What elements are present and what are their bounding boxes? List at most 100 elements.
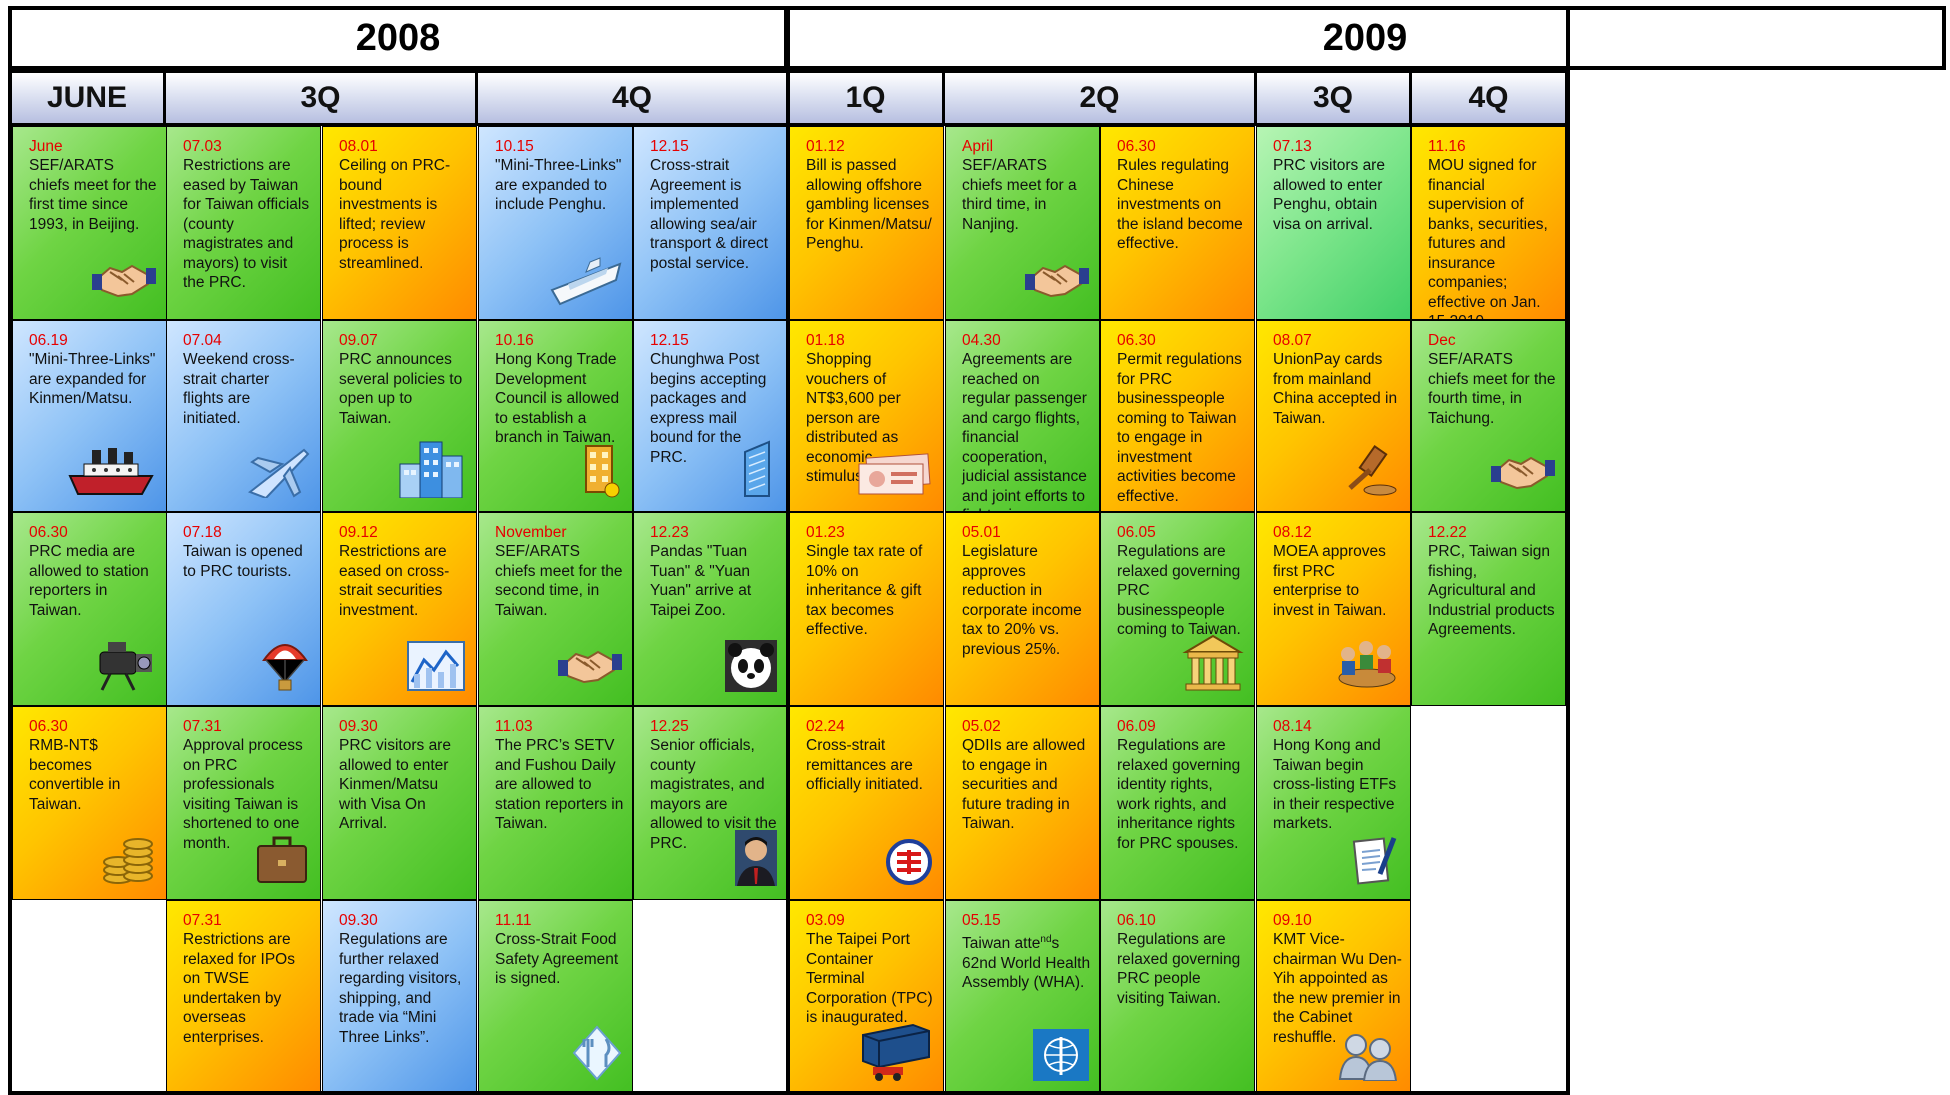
- event-date: 10.16: [495, 332, 534, 349]
- people-icon: [1336, 1029, 1400, 1086]
- event-cell: 06.19 "Mini-Three-Links" are expanded for…: [12, 320, 167, 512]
- event-description: Cross-Strait Food Safety Agreement is si…: [495, 931, 619, 987]
- event-date: 06.30: [29, 524, 68, 541]
- event-date: 09.10: [1273, 912, 1312, 929]
- building-icon: [578, 438, 622, 503]
- event-description: Regulations are relaxed governing identi…: [1117, 737, 1241, 852]
- event-date: 12.15: [650, 138, 689, 155]
- event-date: 10.15: [495, 138, 534, 155]
- event-date: 06.30: [1117, 138, 1156, 155]
- event-date: 08.01: [339, 138, 378, 155]
- official-portrait-icon: [735, 830, 777, 891]
- event-description: Rules regulating Chinese investments on …: [1117, 157, 1243, 252]
- gavel-icon: [1344, 442, 1400, 503]
- quarter-header-june: JUNE: [8, 70, 166, 126]
- event-description: SEF/ARATS chiefs meet for the fourth tim…: [1428, 351, 1556, 427]
- event-date: 12.15: [650, 332, 689, 349]
- event-description: Taiwan is opened to PRC tourists.: [183, 543, 303, 580]
- video-camera-icon: [90, 636, 156, 697]
- event-date: 11.16: [1428, 138, 1466, 155]
- event-cell: 10.15"Mini-Three-Links" are expanded to …: [478, 126, 633, 320]
- event-description: The PRC’s SETV and Fushou Daily are allo…: [495, 737, 624, 832]
- event-date: 01.18: [806, 332, 845, 349]
- event-date: 06.10: [1117, 912, 1156, 929]
- event-date: 06.19: [29, 332, 68, 349]
- event-date: November: [495, 524, 567, 541]
- quarter-header-2q-2009: 2Q: [942, 70, 1257, 126]
- event-description: Hong Kong and Taiwan begin cross-listing…: [1273, 737, 1397, 832]
- container-icon: [853, 1021, 933, 1086]
- cruise-ship-icon: [550, 250, 622, 311]
- event-date: 07.04: [183, 332, 222, 349]
- airplane-icon: [244, 442, 310, 503]
- tower-icon: [737, 438, 777, 503]
- event-description: PRC media are allowed to station reporte…: [29, 543, 149, 619]
- event-date: 06.09: [1117, 718, 1156, 735]
- event-description: Ceiling on PRC-bound investments is lift…: [339, 157, 451, 272]
- panda-icon: [725, 640, 777, 697]
- event-description: Single tax rate of 10% on inheritance & …: [806, 543, 923, 638]
- event-date: 12.25: [650, 718, 689, 735]
- year-header-2009: 2009: [784, 6, 1946, 70]
- event-date: 01.23: [806, 524, 845, 541]
- event-description: KMT Vice-chairman Wu Den-Yih appointed a…: [1273, 931, 1402, 1046]
- event-date: 09.30: [339, 718, 378, 735]
- event-date: 09.30: [339, 912, 378, 929]
- event-description: SEF/ARATS chiefs meet for a third time, …: [962, 157, 1077, 233]
- event-date: 02.24: [806, 718, 845, 735]
- event-date: 04.30: [962, 332, 1001, 349]
- event-date: 06.30: [29, 718, 68, 735]
- event-description: QDIIs are allowed to engage in securitie…: [962, 737, 1086, 832]
- event-description: Regulations are relaxed governing PRC pe…: [1117, 931, 1241, 1007]
- event-description: The Taipei Port Container Terminal Corpo…: [806, 931, 933, 1026]
- event-description: UnionPay cards from mainland China accep…: [1273, 351, 1398, 427]
- quarter-header-1q-2009: 1Q: [786, 70, 945, 126]
- event-description: "Mini-Three-Links" are expanded for Kinm…: [29, 351, 156, 407]
- event-description: Permit regulations for PRC businesspeopl…: [1117, 351, 1242, 505]
- event-description: Legislature approves reduction in corpor…: [962, 543, 1082, 658]
- event-date: 09.12: [339, 524, 378, 541]
- event-description: RMB-NT$ becomes convertible in Taiwan.: [29, 737, 121, 813]
- event-description: Hong Kong Trade Development Council is a…: [495, 351, 620, 446]
- event-description: Weekend cross-strait charter flights are…: [183, 351, 295, 427]
- food-safety-icon: [572, 1025, 622, 1086]
- event-description: Agreements are reached on regular passen…: [962, 351, 1087, 511]
- coins-icon: [100, 830, 156, 891]
- quarter-header-4q-2008: 4Q: [475, 70, 789, 126]
- event-date: 08.07: [1273, 332, 1312, 349]
- event-date: 08.14: [1273, 718, 1312, 735]
- event-date: 09.07: [339, 332, 378, 349]
- event-date: 08.12: [1273, 524, 1312, 541]
- event-date: 12.23: [650, 524, 689, 541]
- event-description: Shopping vouchers of NT$3,600 per person…: [806, 351, 901, 485]
- bank-icon: [1182, 632, 1244, 697]
- event-description: PRC visitors are allowed to enter Kinmen…: [339, 737, 451, 832]
- event-date: 05.02: [962, 718, 1001, 735]
